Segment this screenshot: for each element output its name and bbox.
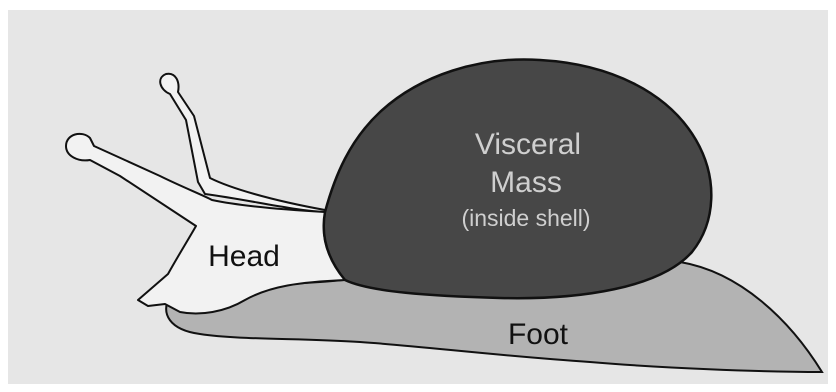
visceral-mass-label-line3: (inside shell) — [461, 205, 590, 231]
head-label: Head — [208, 240, 280, 273]
visceral-mass-label-line2: Mass — [490, 166, 562, 199]
foot-label: Foot — [508, 318, 569, 351]
visceral-mass-label-line1: Visceral — [475, 128, 581, 161]
